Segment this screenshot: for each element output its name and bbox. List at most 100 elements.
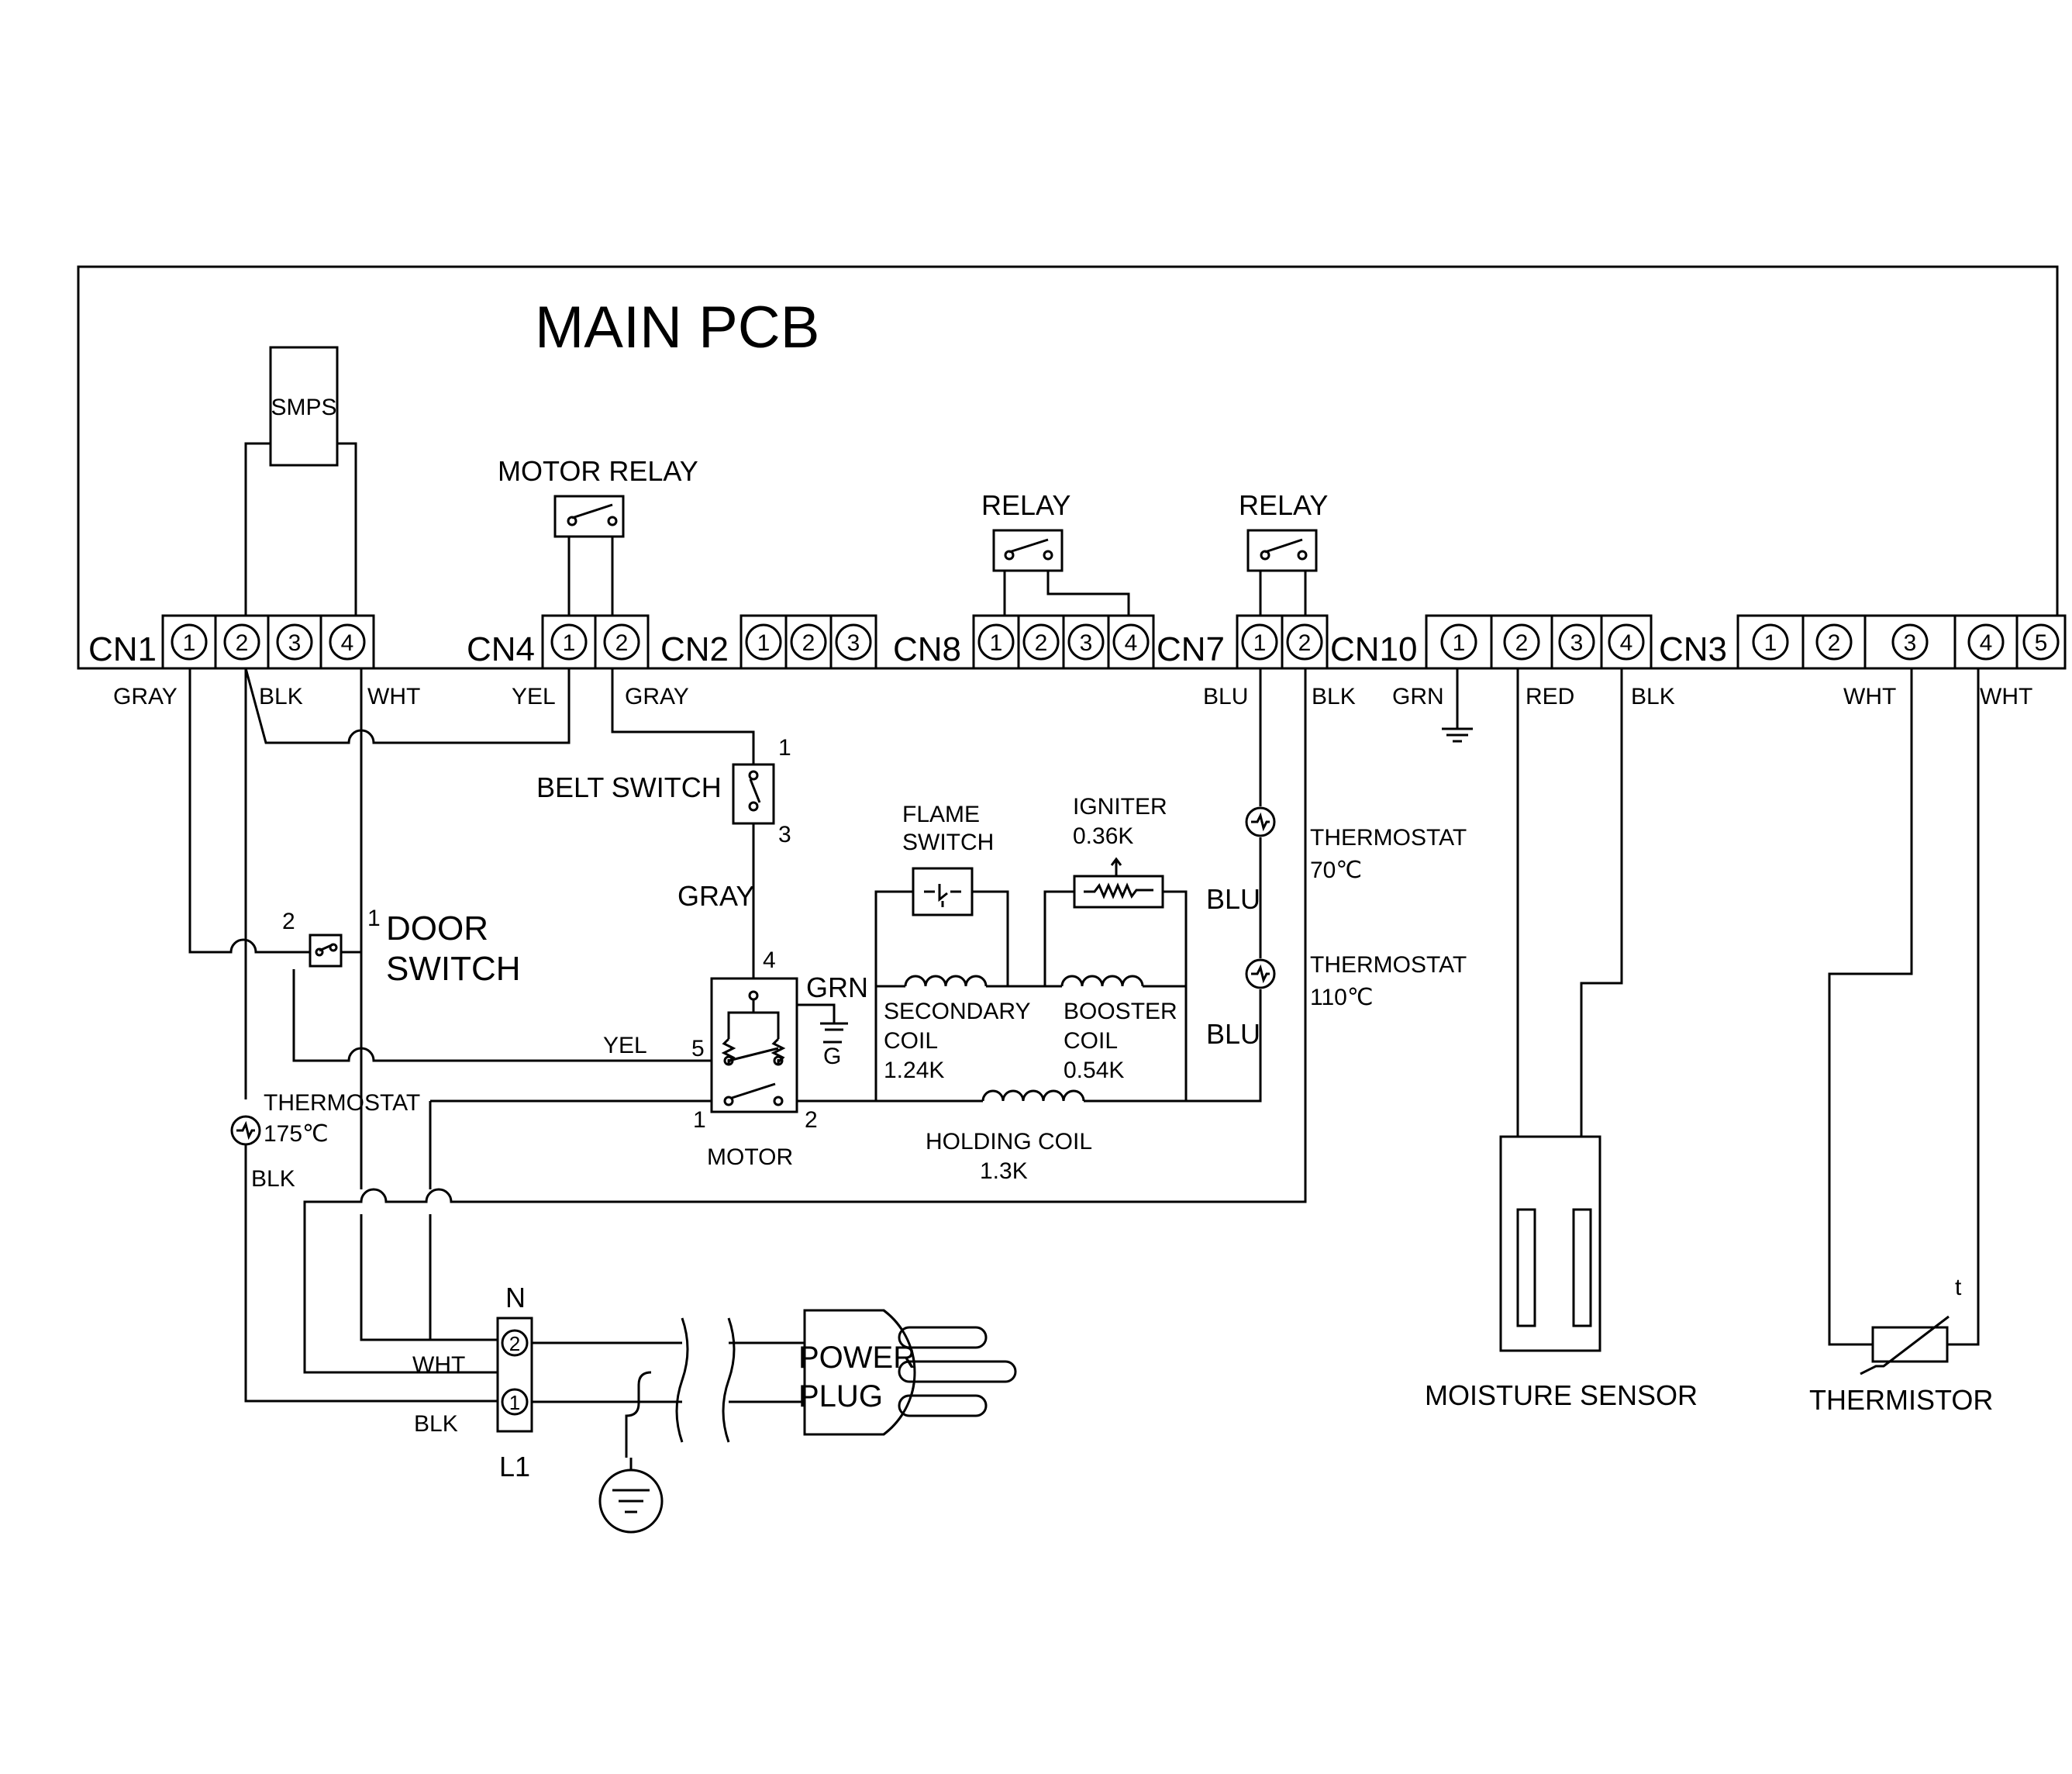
motor-pin-5: 5 <box>691 1036 705 1061</box>
pin-number: 5 <box>2035 630 2048 656</box>
main-pcb-board <box>77 265 2059 670</box>
pin-number: 1 <box>757 630 771 656</box>
pin-circle <box>171 623 208 661</box>
pin-number: 2 <box>1298 630 1312 656</box>
thermostat-175-label-2: 175℃ <box>264 1121 329 1147</box>
motor-relay-label: MOTOR RELAY <box>498 455 698 487</box>
connector-label-cn8: CN8 <box>893 630 961 668</box>
secondary-coil-label-1: SECONDARY <box>884 999 1031 1024</box>
belt-pin-3: 3 <box>778 822 791 847</box>
power-plug-label-1: POWER <box>798 1341 915 1375</box>
wire-plug-blk: BLK <box>414 1411 458 1437</box>
wire-motor-grn: GRN <box>806 972 868 1003</box>
wire-cn3-3: WHT <box>1843 684 1896 709</box>
wiring <box>188 668 1980 1403</box>
motor: 4 5 1 2 MOTOR G <box>691 947 848 1170</box>
pin-circle <box>1286 623 1323 661</box>
pin-circle <box>1891 623 1929 661</box>
pin-circle <box>603 623 640 661</box>
pin-number: 1 <box>1253 630 1267 656</box>
pin-number: 3 <box>1080 630 1093 656</box>
wire-motor-yel: YEL <box>603 1033 647 1058</box>
thermostat-70-label-2: 70℃ <box>1310 858 1362 883</box>
pin-circle <box>835 623 872 661</box>
pin-number: 3 <box>1570 630 1584 656</box>
igniter-label: IGNITER <box>1073 794 1167 820</box>
flame-switch-label-1: FLAME <box>902 802 980 827</box>
wire-cn10-4: BLK <box>1631 684 1675 709</box>
pin-circle <box>1503 623 1540 661</box>
pin-circle <box>550 623 588 661</box>
pin-number: 2 <box>236 630 249 656</box>
wire-blu-lower: BLU <box>1206 1018 1260 1050</box>
terminal-n-label: N <box>505 1282 526 1313</box>
door-pin-1: 1 <box>367 906 381 931</box>
thermistor-label: THERMISTOR <box>1809 1384 1993 1416</box>
pin-circle <box>745 623 782 661</box>
ground-symbol <box>1442 727 1473 743</box>
booster-coil: BOOSTER COIL 0.54K <box>1045 975 1177 1083</box>
thermostat-175: THERMOSTAT 175℃ <box>230 1090 420 1147</box>
motor-label: MOTOR <box>707 1144 793 1170</box>
terminal-pin-1: 1 <box>509 1391 520 1414</box>
pin-number: 1 <box>1453 630 1466 656</box>
pin-circle <box>223 623 260 661</box>
moisture-sensor-label: MOISTURE SENSOR <box>1425 1379 1698 1411</box>
secondary-coil-label-2: COIL <box>884 1028 938 1054</box>
connector-cn4: CN4 1 2 <box>467 614 650 670</box>
wire-labels: GRAY BLK WHT YEL GRAY BLU BLK GRN RED BL… <box>113 684 2032 1437</box>
belt-pin-1: 1 <box>778 735 791 761</box>
wire-cn7-2: BLK <box>1312 684 1356 709</box>
smps-label: SMPS <box>271 395 336 420</box>
pin-number: 4 <box>1125 630 1138 656</box>
pin-number: 1 <box>563 630 576 656</box>
wire-belt-motor: GRAY <box>677 880 754 912</box>
pin-circle <box>1112 623 1150 661</box>
pin-number: 2 <box>615 630 629 656</box>
wire-cn3-5: WHT <box>1980 684 2032 709</box>
pin-number: 1 <box>183 630 196 656</box>
motor-relay: MOTOR RELAY <box>498 455 698 626</box>
wire-cn1-1: GRAY <box>113 684 178 709</box>
pin-number: 1 <box>990 630 1003 656</box>
igniter: IGNITER 0.36K <box>1073 794 1167 909</box>
booster-coil-label-3: 0.54K <box>1064 1058 1124 1083</box>
connector-label-cn3: CN3 <box>1659 630 1727 668</box>
pin-circle <box>790 623 827 661</box>
holding-coil-label: HOLDING COIL <box>926 1129 1092 1154</box>
pin-circle <box>1608 623 1645 661</box>
pin-circle <box>329 623 366 661</box>
motor-pin-4: 4 <box>763 947 776 973</box>
pin-number: 3 <box>288 630 302 656</box>
thermistor: t THERMISTOR <box>1809 1275 1993 1416</box>
pin-circle <box>1440 623 1477 661</box>
booster-coil-label-1: BOOSTER <box>1064 999 1177 1024</box>
booster-coil-label-2: COIL <box>1064 1028 1118 1054</box>
door-switch-label-1: DOOR <box>386 909 488 947</box>
wire-plug-wht: WHT <box>412 1352 465 1378</box>
smps: SMPS <box>244 346 357 626</box>
holding-coil-value: 1.3K <box>980 1158 1028 1184</box>
thermistor-t-label: t <box>1955 1275 1962 1300</box>
thermostat-110-label-2: 110℃ <box>1310 985 1374 1010</box>
main-pcb-title: MAIN PCB <box>535 295 819 361</box>
pin-number: 4 <box>1620 630 1633 656</box>
door-switch-label-2: SWITCH <box>386 950 521 988</box>
pin-number: 4 <box>1980 630 1993 656</box>
pin-number: 1 <box>1764 630 1777 656</box>
door-switch: 2 1 DOOR SWITCH <box>282 906 521 988</box>
holding-coil: HOLDING COIL 1.3K <box>926 1089 1186 1184</box>
motor-pin-1: 1 <box>693 1107 706 1133</box>
thermostat-70: THERMOSTAT 70℃ <box>1245 806 1467 883</box>
secondary-coil-label-3: 1.24K <box>884 1058 944 1083</box>
connector-label-cn2: CN2 <box>660 630 729 668</box>
belt-switch-label: BELT SWITCH <box>536 771 722 803</box>
pin-circle <box>1241 623 1278 661</box>
pin-circle <box>2022 623 2060 661</box>
connector-label-cn4: CN4 <box>467 630 535 668</box>
